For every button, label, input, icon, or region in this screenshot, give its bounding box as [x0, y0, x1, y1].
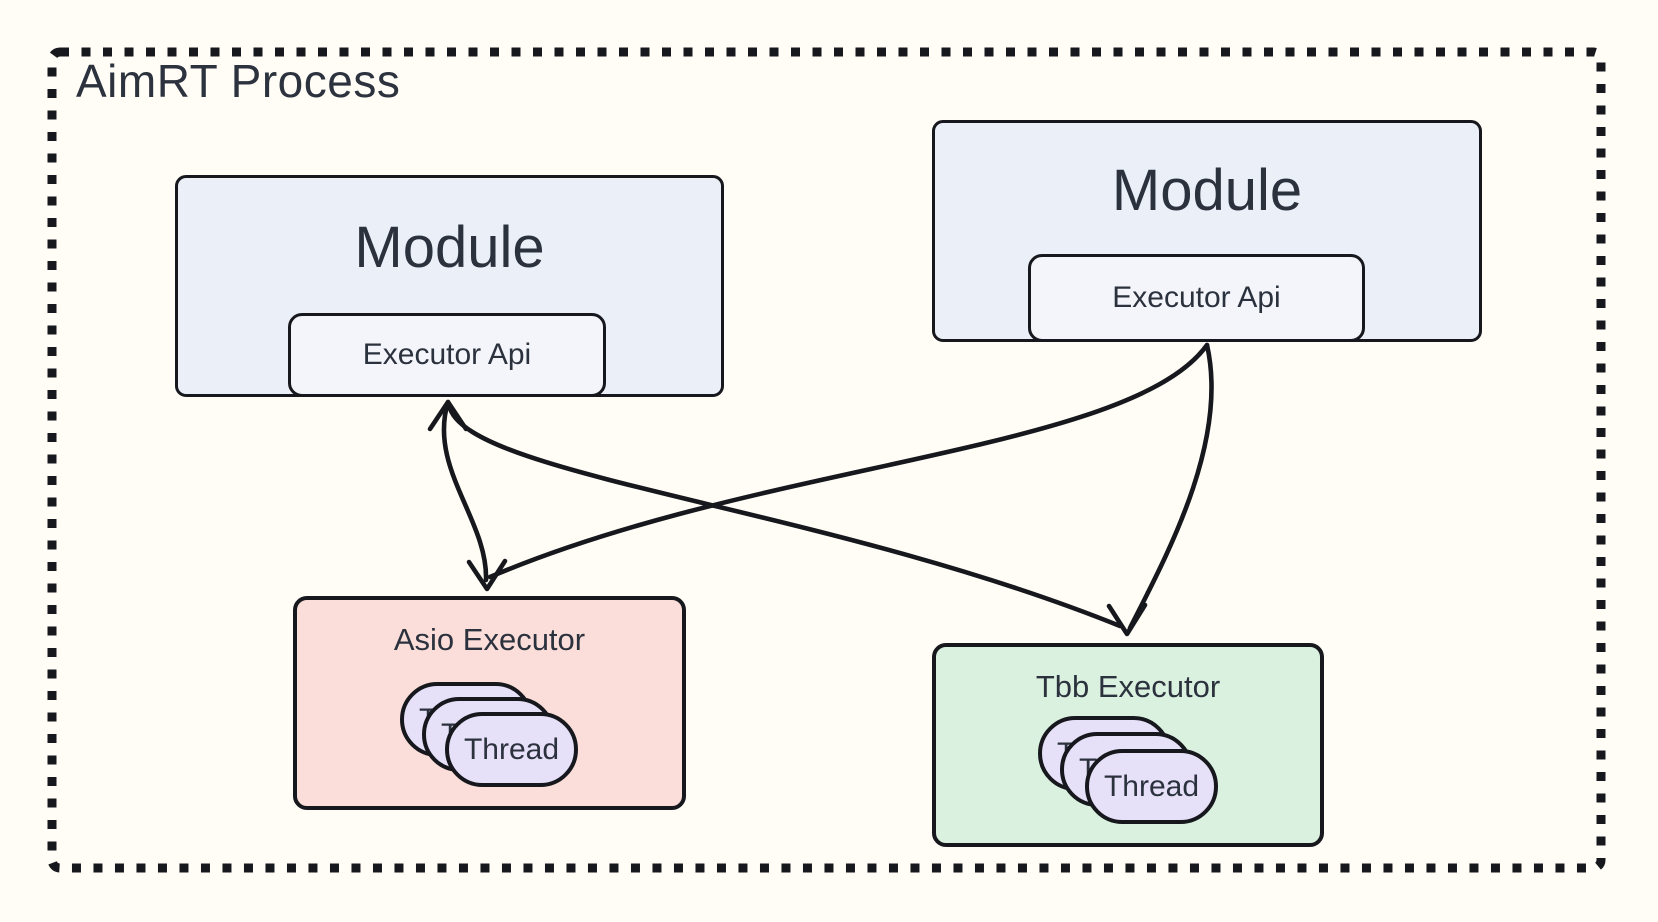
module2-label: Module	[1111, 157, 1303, 223]
thread-pill: Thread	[445, 712, 578, 787]
arrow-module1-api-to-asio	[441, 399, 489, 583]
arrowhead-down-into-tbb	[1106, 602, 1148, 637]
module1-executor-api-box: Executor Api	[288, 313, 606, 397]
arrowhead-down-into-asio	[466, 558, 508, 592]
module1-label: Module	[354, 214, 545, 280]
asio-executor-title: Asio Executor	[393, 622, 586, 657]
module1-box: Module	[175, 175, 724, 397]
arrow-module2-api-to-asio	[487, 342, 1210, 580]
process-title: AimRT Process	[76, 55, 401, 107]
tbb-executor-title: Tbb Executor	[1035, 669, 1221, 704]
module2-executor-api-box: Executor Api	[1028, 254, 1365, 342]
arrow-module1-api-to-tbb	[446, 402, 1123, 629]
thread-pill: Thread	[1085, 749, 1218, 824]
arrow-module2-api-to-tbb	[1127, 342, 1214, 631]
process-boundary	[47, 47, 1606, 873]
arrowhead-up-into-module1-api	[427, 399, 469, 432]
